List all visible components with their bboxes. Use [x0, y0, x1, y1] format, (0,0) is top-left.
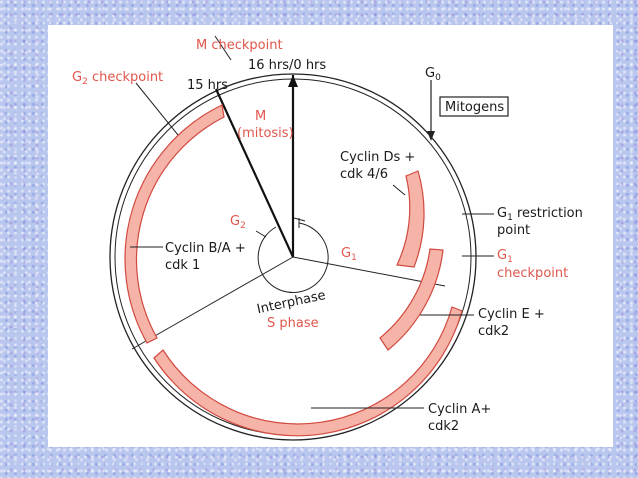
band-cyclin-ds: [396, 170, 425, 268]
m-checkpoint-leader: [214, 35, 232, 61]
g1-restriction-label-2: point: [497, 223, 530, 238]
g1-checkpoint-label-2: checkpoint: [497, 266, 568, 281]
cyclin-ds-label-2: cdk 4/6: [340, 167, 388, 182]
cyclin-e-label-2: cdk2: [478, 324, 509, 339]
g1-tick-bar: [293, 217, 306, 222]
cyclin-a-label-2: cdk2: [428, 419, 459, 434]
g2-checkpoint-leader: [135, 82, 179, 136]
time-15-line: [215, 88, 294, 258]
cyclin-ds-label-1: Cyclin Ds +: [340, 150, 415, 165]
g1-restriction-label-1: G1 restriction: [497, 206, 583, 223]
band-cyclin-ba: [124, 104, 225, 344]
band-cyclin-a: [153, 306, 463, 437]
g0-label: G0: [425, 66, 441, 83]
cyclin-e-label-1: Cyclin E +: [478, 307, 545, 322]
g2-inner-label: G2: [230, 214, 246, 231]
g2-checkpoint-label: G2 checkpoint: [72, 70, 163, 87]
m-checkpoint-label: M checkpoint: [196, 38, 283, 53]
g0-arrowhead: [427, 131, 435, 141]
outer-circle: [109, 73, 477, 441]
cell-cycle-diagram: M checkpoint 16 hrs/0 hrs 15 hrs G2 chec…: [72, 35, 583, 441]
g1-inner-label: G1: [341, 246, 357, 263]
mitogens-label: Mitogens: [445, 100, 504, 115]
g1-s-boundary: [292, 256, 446, 287]
g1-checkpoint-label-1: G1: [497, 248, 513, 265]
time-0-label: 16 hrs/0 hrs: [248, 58, 326, 73]
s-phase-label: S phase: [267, 316, 319, 331]
cyclin-ds-leader: [392, 184, 406, 196]
cyclin-ba-label-2: cdk 1: [165, 258, 200, 273]
time-15-label: 15 hrs: [187, 78, 228, 93]
time-0-arrowhead: [288, 75, 298, 87]
mitosis-label: (mitosis): [237, 126, 294, 141]
diagram-panel: M checkpoint 16 hrs/0 hrs 15 hrs G2 chec…: [48, 25, 613, 447]
band-cyclin-e: [379, 248, 444, 351]
mitogens-box: [439, 96, 509, 117]
m-phase-label: M: [255, 109, 266, 124]
inner-cycle-arc: [257, 222, 329, 293]
g2-tick: [255, 230, 267, 238]
cyclin-ba-label-1: Cyclin B/A +: [165, 241, 246, 256]
s-g2-boundary: [131, 256, 294, 350]
cyclin-a-label-1: Cyclin A+: [428, 402, 491, 417]
